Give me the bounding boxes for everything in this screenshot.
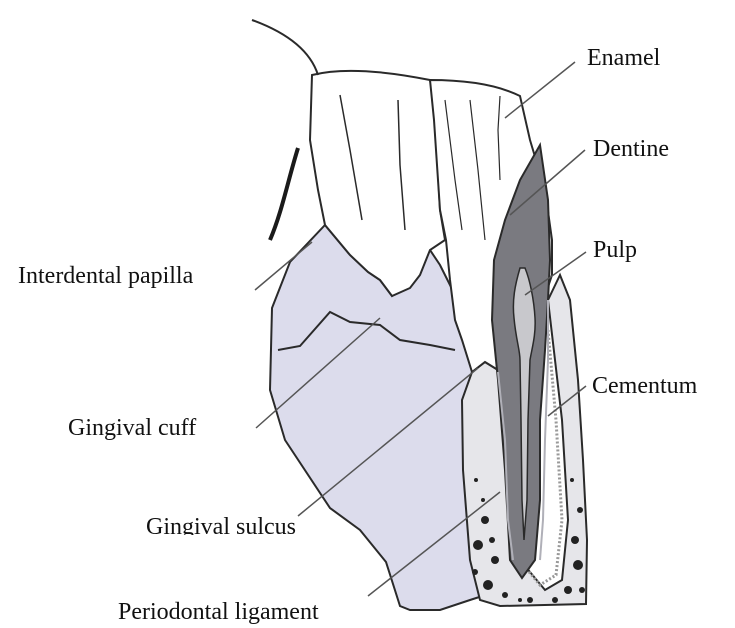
label-pulp: Pulp	[593, 238, 637, 262]
label-enamel: Enamel	[587, 46, 660, 70]
label-periodontal-ligament: Periodontal ligament	[118, 600, 319, 624]
leader-enamel	[505, 62, 575, 118]
adjacent-tooth-edge-shadow	[270, 148, 298, 240]
label-cementum: Cementum	[592, 374, 697, 398]
label-gingival-cuff: Gingival cuff	[68, 416, 196, 440]
gum-contour-line	[252, 20, 318, 75]
label-gingival-sulcus: Gingival sulcus	[146, 515, 296, 535]
label-dentine: Dentine	[593, 137, 669, 161]
label-interdental-papilla: Interdental papilla	[18, 264, 193, 288]
